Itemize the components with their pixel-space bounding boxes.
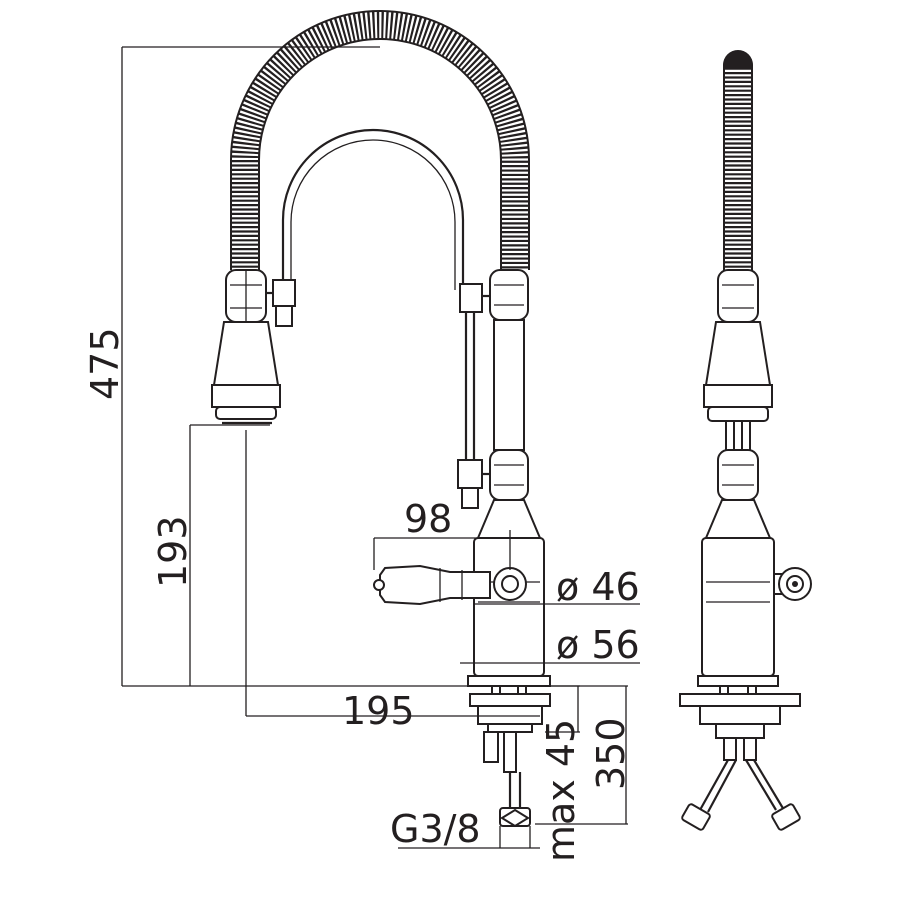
- side-column: [697, 420, 779, 687]
- deck-mount: [469, 685, 551, 828]
- dimension-lines: [121, 46, 640, 849]
- side-handle-knob: [773, 567, 812, 601]
- spout-clip-right: [457, 283, 492, 509]
- side-spray-head: [703, 269, 773, 422]
- dim-overall-height: 475: [83, 327, 127, 400]
- side-hose: [723, 50, 753, 285]
- spout-clip-left: [264, 279, 296, 327]
- corrugated-hose: [230, 10, 530, 270]
- lever-handle[interactable]: [373, 564, 527, 606]
- main-column: [467, 269, 551, 687]
- dim-body-diameter: ø 46: [556, 565, 640, 609]
- dim-spout-height: 193: [151, 515, 195, 588]
- dimension-labels: 475 193 195 98 ø 46 ø 56 max 45 350 G3/8: [83, 327, 640, 862]
- dim-max-deck-thickness: max 45: [539, 719, 583, 862]
- dim-hose-length: 350: [589, 717, 633, 790]
- front-view: [211, 10, 551, 828]
- side-deck-mount: [679, 685, 801, 831]
- rigid-spout: [281, 128, 476, 470]
- side-view: [679, 50, 812, 831]
- dim-reach: 195: [342, 689, 415, 733]
- spray-head: [211, 269, 281, 425]
- dim-handle-length: 98: [404, 497, 452, 541]
- dim-connection: G3/8: [390, 807, 481, 851]
- dim-base-diameter: ø 56: [556, 623, 640, 667]
